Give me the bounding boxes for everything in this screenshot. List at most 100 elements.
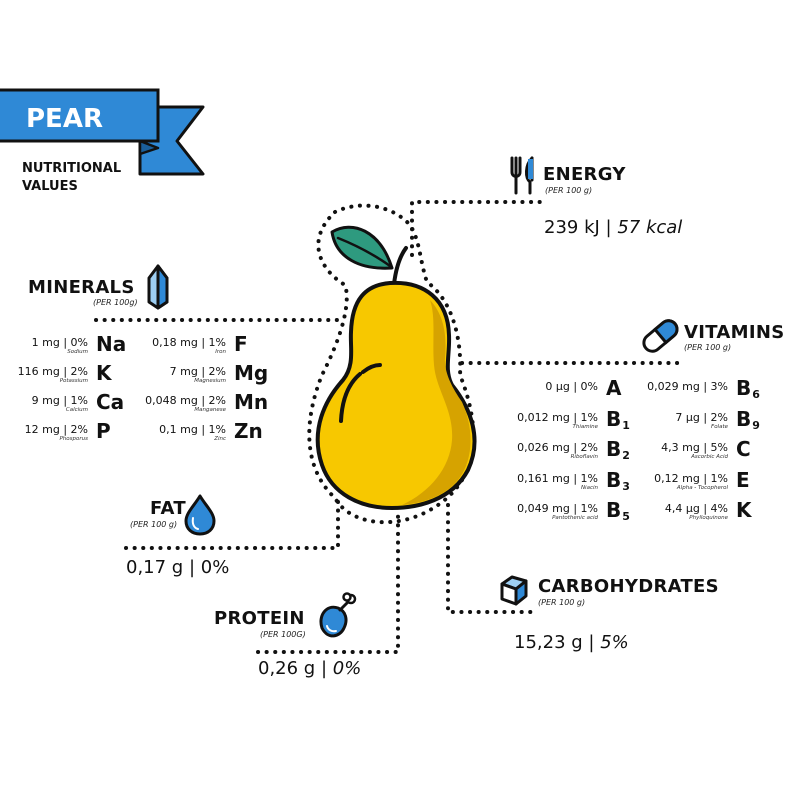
fat-sep: | <box>183 557 201 578</box>
carbohydrates-value: 15,23 g | 5% <box>514 632 629 653</box>
protein-sep: | <box>315 658 333 679</box>
nutrient-symbol: C <box>736 437 751 461</box>
nutrient-amount: 0,1 mg | 1% <box>159 423 226 436</box>
nutrient-symbol-letter: Na <box>96 332 127 356</box>
energy-value: 239 kJ | 57 kcal <box>544 217 682 238</box>
nutrient-symbol-letter: Mg <box>234 361 269 385</box>
nutrient-symbol-letter: B <box>606 467 622 492</box>
nutrient-symbol: B1 <box>606 407 630 438</box>
nutrient-amount: 12 mg | 2% <box>24 423 88 436</box>
energy-kj: 239 kJ <box>544 217 600 238</box>
nutrient-amount: 0,18 mg | 1% <box>152 336 226 349</box>
nutrient-amount: 116 mg | 2% <box>17 365 88 378</box>
nutrient-amount: 1 mg | 0% <box>31 336 88 349</box>
nutrient-symbol-subscript: 3 <box>622 479 630 493</box>
nutrient-symbol: E <box>736 468 750 492</box>
nutrient-symbol-letter: E <box>736 467 750 492</box>
nutrient-symbol-letter: Zn <box>234 419 263 443</box>
banner-title: PEAR <box>26 104 103 134</box>
nutrient-symbol: P <box>96 419 111 443</box>
mineral-row: 116 mg | 2%Potassium K <box>10 361 112 391</box>
banner-subtitle: NUTRITIONAL VALUES <box>22 160 121 196</box>
nutrient-symbol: K <box>736 498 752 522</box>
nutrient-name: Sodium <box>67 349 88 355</box>
nutrient-amount: 0,029 mg | 3% <box>647 380 728 393</box>
vitamins-per: (PER 100 g) <box>684 343 732 352</box>
nutrient-name: Niacin <box>580 484 598 491</box>
mineral-row: 7 mg | 2%Magnesium Mg <box>140 361 269 391</box>
nutrient-amount: 4,4 µg | 4% <box>664 502 728 515</box>
vitamins-heading: VITAMINS <box>684 322 785 343</box>
nutrient-amount: 9 mg | 1% <box>31 394 88 407</box>
nutrient-symbol: B5 <box>606 498 630 529</box>
protein-value: 0,26 g | 0% <box>258 658 361 679</box>
capsule-icon <box>642 319 679 353</box>
minerals-heading: MINERALS <box>28 277 135 298</box>
nutrient-amount: 0,012 mg | 1% <box>517 410 598 424</box>
pear-leaf <box>330 225 394 270</box>
nutrient-name: Magnesium <box>194 378 226 384</box>
carbohydrates-percent: 5% <box>600 632 629 653</box>
nutrient-amount: 0,161 mg | 1% <box>517 471 598 485</box>
nutrient-symbol-letter: B <box>736 406 752 431</box>
nutrient-symbol: Mn <box>234 390 268 414</box>
drumstick-icon <box>319 592 357 638</box>
nutrient-amount: 0,049 mg | 1% <box>517 502 598 515</box>
carbohydrates-connector <box>446 503 540 614</box>
nutrient-symbol-subscript: 2 <box>622 449 630 462</box>
nutrient-name: Calcium <box>65 407 88 413</box>
banner-subtitle-line1: NUTRITIONAL <box>22 161 122 176</box>
nutrient-symbol: B3 <box>606 468 630 499</box>
nutrient-symbol: Mg <box>234 361 268 385</box>
nutrient-symbol-letter: K <box>96 361 112 385</box>
nutrient-symbol: F <box>234 332 248 356</box>
nutrient-symbol-letter: B <box>606 406 622 431</box>
carbohydrates-heading: CARBOHYDRATES <box>538 576 719 597</box>
nutrient-amount: 4,3 mg | 5% <box>661 441 728 454</box>
nutrient-name: Iron <box>215 349 226 355</box>
fat-percent: 0% <box>200 557 230 578</box>
mineral-row: 0,048 mg | 2%Manganese Mn <box>140 390 268 420</box>
mineral-row: 0,18 mg | 1%Iron F <box>140 332 248 362</box>
nutrient-name: Riboflavin <box>570 454 598 460</box>
nutrient-symbol-letter: B <box>736 376 752 400</box>
mineral-row: 9 mg | 1%Calcium Ca <box>10 390 125 420</box>
nutrient-name: Potassium <box>59 378 88 384</box>
nutrient-symbol: Na <box>96 332 126 356</box>
minerals-per: (PER 100g) <box>93 298 138 307</box>
nutrient-amount: 0 µg | 0% <box>545 380 598 393</box>
nutrient-symbol: A <box>606 376 621 400</box>
protein-heading: PROTEIN <box>214 608 305 629</box>
nutrient-symbol-subscript: 6 <box>752 388 760 401</box>
nutrient-amount: 7 mg | 2% <box>169 365 226 378</box>
carbohydrates-per: (PER 100 g) <box>538 598 586 607</box>
nutrient-symbol-letter: K <box>736 498 752 522</box>
energy-connector <box>410 200 544 257</box>
nutrient-amount: 0,048 mg | 2% <box>145 394 226 407</box>
nutrient-symbol-letter: Ca <box>96 390 125 414</box>
nutrient-symbol: Zn <box>234 419 263 443</box>
nutrient-name: Manganese <box>194 407 226 413</box>
drop-icon <box>184 494 216 536</box>
nutrient-symbol: B9 <box>736 407 760 438</box>
nutrient-symbol-letter: A <box>606 376 622 400</box>
nutrient-symbol: B2 <box>606 437 630 468</box>
protein-grams: 0,26 g <box>258 658 316 679</box>
fat-grams: 0,17 g <box>126 557 184 578</box>
nutrient-symbol-subscript: 5 <box>622 510 630 523</box>
carbohydrates-sep: | <box>582 632 601 653</box>
nutrient-symbol: K <box>96 361 112 385</box>
dotted-connectors <box>94 200 682 654</box>
pear-outline-dots <box>307 203 476 525</box>
fat-per: (PER 100 g) <box>130 520 178 529</box>
protein-percent: 0% <box>332 658 362 679</box>
